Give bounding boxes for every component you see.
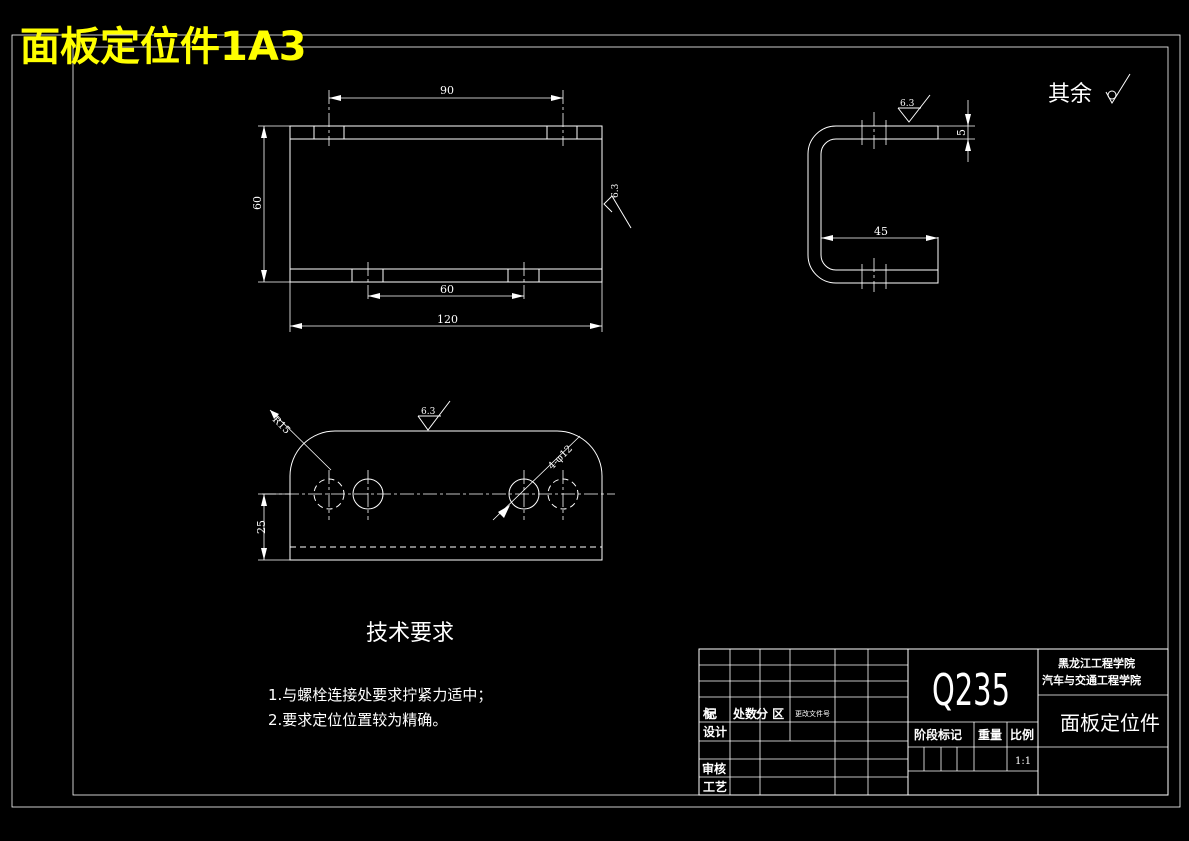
tech-req-item-2: 2.要求定位位置较为精确。	[268, 711, 447, 729]
dim-25: 25	[255, 520, 268, 534]
roughness-note-text: 其余	[1048, 82, 1092, 107]
roughness-note: 其余	[1048, 73, 1131, 107]
inner-frame	[72, 46, 1169, 796]
dim-90: 90	[440, 84, 454, 97]
label-process: 工艺	[703, 779, 727, 794]
scale-value: 1:1	[1015, 756, 1031, 767]
part-name: 面板定位件	[1060, 711, 1160, 735]
label-design: 设计	[703, 724, 727, 739]
drawing-title: 面板定位件1A3	[20, 24, 307, 70]
dim-r15: R15	[270, 414, 292, 436]
dim-60-bottom: 60	[440, 283, 454, 296]
roughness-top: 6.3	[421, 407, 436, 417]
dim-60-height: 60	[251, 196, 264, 210]
material: Q235	[932, 665, 1010, 716]
label-stage-mark: 阶段标记	[914, 727, 962, 742]
label-count: 处数	[732, 706, 758, 721]
label-review: 审核	[702, 761, 726, 776]
tech-req-heading: 技术要求	[366, 621, 454, 646]
label-change-doc: 更改文件号	[795, 709, 830, 718]
side-view: 6.3 5 45	[807, 94, 975, 292]
roughness-side: 6.3	[900, 99, 915, 109]
dim-120: 120	[437, 313, 458, 326]
dim-5: 5	[955, 129, 968, 136]
school-line-2: 汽车与交通工程学院	[1042, 673, 1141, 687]
roughness-front: 6.3	[611, 183, 621, 198]
label-mark: 标记	[702, 706, 725, 721]
front-view: 90 60 60 120 6.3	[251, 84, 632, 332]
label-scale: 比例	[1010, 727, 1034, 742]
top-view: R15 4-φ12 6.3 25	[255, 400, 615, 561]
label-weight: 重量	[978, 727, 1002, 742]
outer-frame	[11, 34, 1181, 808]
label-zone: 分 区	[756, 706, 784, 721]
tech-req-item-1: 1.与螺栓连接处要求拧紧力适中；	[268, 686, 492, 704]
dim-45: 45	[874, 225, 888, 238]
school-line-1: 黑龙江工程学院	[1058, 656, 1135, 670]
dim-4phi12: 4-φ12	[546, 444, 575, 473]
technical-requirements: 技术要求 1.与螺栓连接处要求拧紧力适中； 2.要求定位位置较为精确。	[268, 621, 492, 729]
title-block: Q235 黑龙江工程学院 汽车与交通工程学院 面板定位件 标记 处数 分 区 更…	[698, 648, 1169, 796]
